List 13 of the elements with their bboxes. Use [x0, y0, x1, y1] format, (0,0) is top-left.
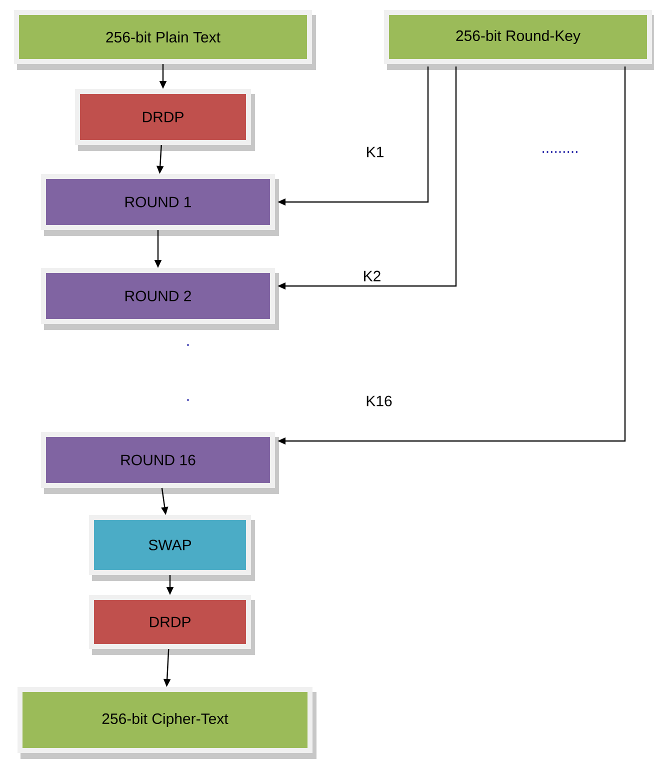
edge-label: K16: [364, 394, 394, 408]
dotted-ellipsis: .........: [542, 151, 578, 153]
process-box: SWAP: [89, 515, 255, 581]
dot: .: [187, 399, 189, 401]
process-box: ROUND 2: [41, 268, 279, 330]
process-box: ROUND 1: [41, 174, 279, 236]
process-box: DRDP: [75, 89, 255, 151]
process-box: 256-bit Plain Text: [14, 10, 316, 70]
process-box: 256-bit Cipher-Text: [18, 687, 316, 759]
process-box: DRDP: [89, 595, 255, 655]
dot: .: [187, 344, 189, 346]
process-box: 256-bit Round-Key: [384, 10, 654, 70]
process-box: ROUND 16: [41, 432, 279, 494]
